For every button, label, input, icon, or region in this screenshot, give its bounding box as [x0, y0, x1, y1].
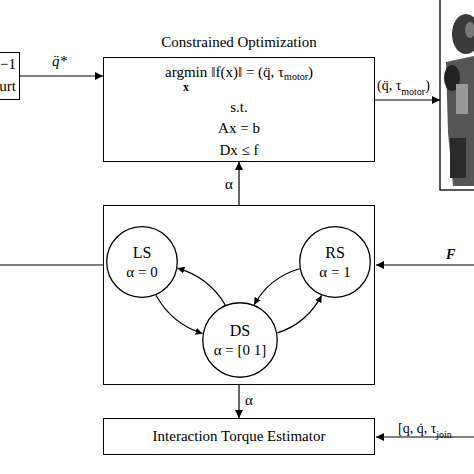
node-text: DS	[230, 321, 250, 341]
node-text: −1	[0, 55, 16, 73]
circle-outline	[202, 302, 278, 378]
transition-arrow	[277, 295, 321, 333]
transition-arrow	[254, 269, 299, 305]
node-text: Constrained Optimization	[161, 33, 316, 51]
edge-label: α	[245, 391, 253, 408]
annotation-label: motor	[401, 86, 425, 98]
annotation-group: [q, q̇, τjoin	[398, 421, 452, 441]
block-box: Constrained Optimizationargminx‖f(x)‖ = …	[103, 57, 375, 162]
node-text: ‖f(x)‖ = (q̈, τ	[211, 63, 284, 81]
node-text: LS	[133, 243, 152, 263]
annotation-label: )	[425, 78, 430, 95]
node-text: motor	[284, 71, 308, 83]
annotation-label: [q, q̇, τ	[398, 421, 436, 438]
node-text: α = 1	[319, 263, 350, 282]
text-row: Dx ≤ f	[104, 141, 374, 159]
node-text: Interaction Torque Estimator	[153, 428, 326, 445]
transition-arrow	[177, 268, 225, 305]
node-text: RS	[325, 243, 345, 263]
node-text: argmin	[165, 63, 207, 81]
block-box: −1 urt	[0, 52, 20, 100]
state-circle: LSα = 0	[106, 226, 178, 298]
circle-shape	[300, 227, 371, 298]
annotation-label: F	[446, 247, 455, 264]
text-row: urt	[0, 77, 19, 95]
circle-outline	[299, 226, 371, 298]
node-text: x	[183, 81, 189, 93]
text-row: argminx‖f(x)‖ = (q̈, τmotor)	[104, 63, 374, 93]
state-circle: RSα = 1	[299, 226, 371, 298]
signal-arrow	[238, 162, 239, 205]
annotation-label: (q̈, τ	[377, 78, 401, 95]
output-wire	[0, 264, 103, 265]
command-wire	[375, 99, 440, 100]
force-input-wire	[376, 264, 474, 265]
edge-label: α	[225, 175, 233, 192]
annotation-label: join	[436, 429, 452, 441]
node-text: urt	[0, 77, 16, 95]
annotation-group: F	[446, 247, 455, 264]
signal-arrow	[20, 75, 103, 76]
node-text: α = [0 1]	[214, 341, 267, 360]
block-box: Interaction Torque Estimator	[103, 418, 375, 455]
robot-frame	[440, 0, 474, 190]
circle-shape	[107, 227, 178, 298]
node-text: Ax = b	[218, 119, 260, 137]
node-text: s.t.	[230, 98, 248, 116]
text-row: −1	[0, 55, 19, 73]
edge-label: q̈*	[52, 53, 67, 70]
circle-shape	[203, 303, 277, 377]
node-text: α = 0	[126, 263, 157, 282]
transition-arrow	[156, 295, 203, 333]
text-row: s.t.	[104, 98, 374, 116]
signal-arrow	[238, 385, 239, 418]
text-row: Ax = b	[104, 119, 374, 137]
state-circle: DSα = [0 1]	[202, 302, 278, 378]
circle-outline	[106, 226, 178, 298]
node-text: Dx ≤ f	[219, 141, 258, 159]
stacked-text: argminx	[165, 63, 207, 93]
block-box: LSα = 0 RSα = 1 DSα = [0 1]	[103, 205, 375, 385]
robot-illustration	[444, 14, 474, 186]
state-input-wire	[376, 436, 474, 437]
node-text: )	[308, 63, 313, 81]
annotation-group: (q̈, τmotor)	[377, 78, 430, 98]
text-row: Constrained Optimization	[104, 33, 374, 51]
